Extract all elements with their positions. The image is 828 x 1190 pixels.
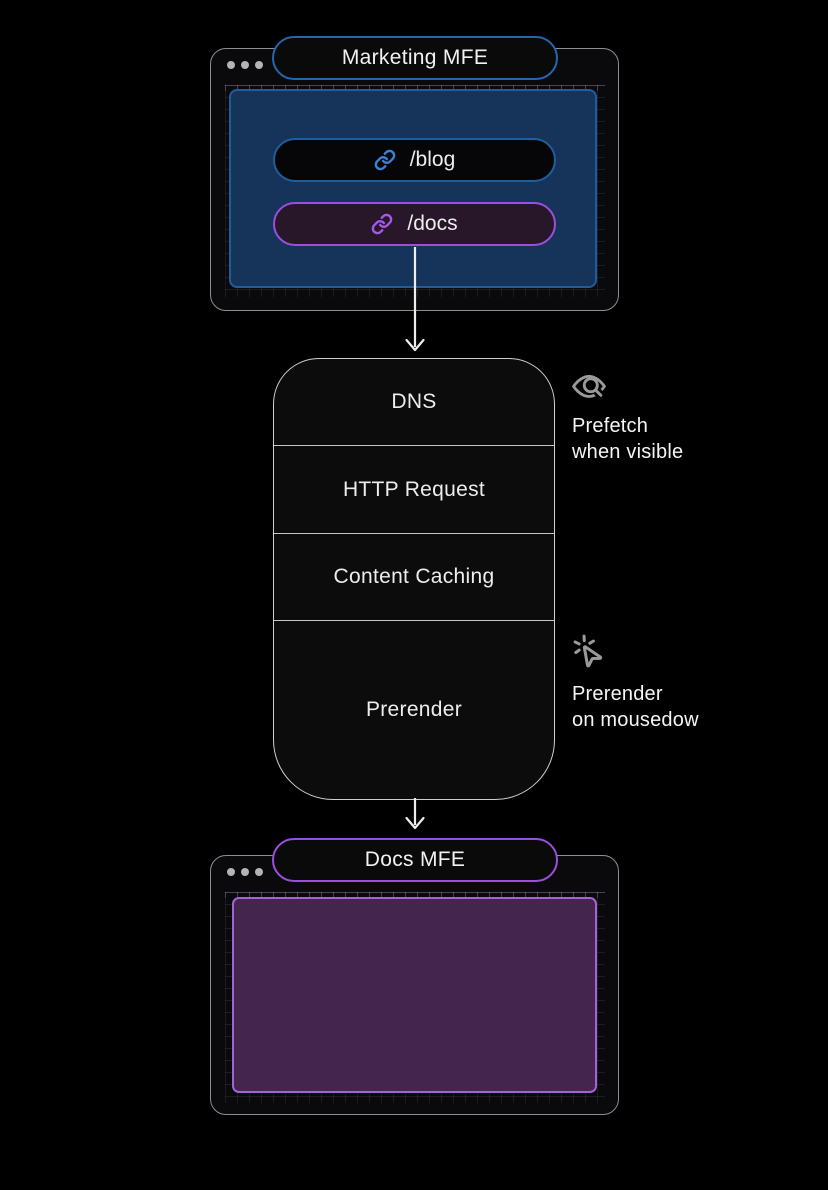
pipeline-step-prerender: Prerender xyxy=(274,621,554,799)
marketing-window-title: Marketing MFE xyxy=(272,36,558,80)
link-icon xyxy=(374,149,396,171)
window-traffic-dots xyxy=(227,61,263,69)
mouse-pointer-click-icon xyxy=(573,634,603,668)
docs-app-panel xyxy=(232,897,597,1093)
blog-route-label: /blog xyxy=(409,148,456,171)
flow-arrow-bottom xyxy=(405,798,425,830)
pipeline-step-label: Content Caching xyxy=(333,565,495,588)
marketing-title-label: Marketing MFE xyxy=(341,46,489,69)
annotation-line: Prerender xyxy=(572,683,663,705)
pipeline-step-label: Prerender xyxy=(365,698,463,721)
blog-route-pill[interactable]: /blog xyxy=(273,138,556,182)
annotation-line: Prefetch xyxy=(572,415,649,437)
prerender-annotation: Prerender on mousedow xyxy=(572,681,699,733)
flow-arrow-top xyxy=(405,247,425,352)
pipeline-step-http-request: HTTP Request xyxy=(274,446,554,534)
prefetch-annotation: Prefetch when visible xyxy=(572,413,683,465)
window-traffic-dots xyxy=(227,868,263,876)
annotation-line: when visible xyxy=(572,441,684,463)
annotation-line: on mousedow xyxy=(572,709,699,731)
docs-route-label: /docs xyxy=(407,212,458,235)
navigation-pipeline-box: DNS HTTP Request Content Caching Prerend… xyxy=(273,358,555,800)
docs-browser-window xyxy=(210,855,619,1115)
pipeline-step-label: HTTP Request xyxy=(342,477,486,501)
pipeline-step-label: DNS xyxy=(391,390,437,413)
pipeline-step-dns: DNS xyxy=(274,359,554,446)
eye-search-icon xyxy=(572,374,607,401)
link-icon xyxy=(372,213,393,235)
docs-title-label: Docs MFE xyxy=(364,848,466,871)
docs-route-pill[interactable]: /docs xyxy=(273,202,556,246)
pipeline-step-content-caching: Content Caching xyxy=(274,534,554,621)
docs-window-title: Docs MFE xyxy=(272,838,558,882)
marketing-browser-window: /blog /docs xyxy=(210,48,619,311)
marketing-app-panel xyxy=(229,89,597,288)
